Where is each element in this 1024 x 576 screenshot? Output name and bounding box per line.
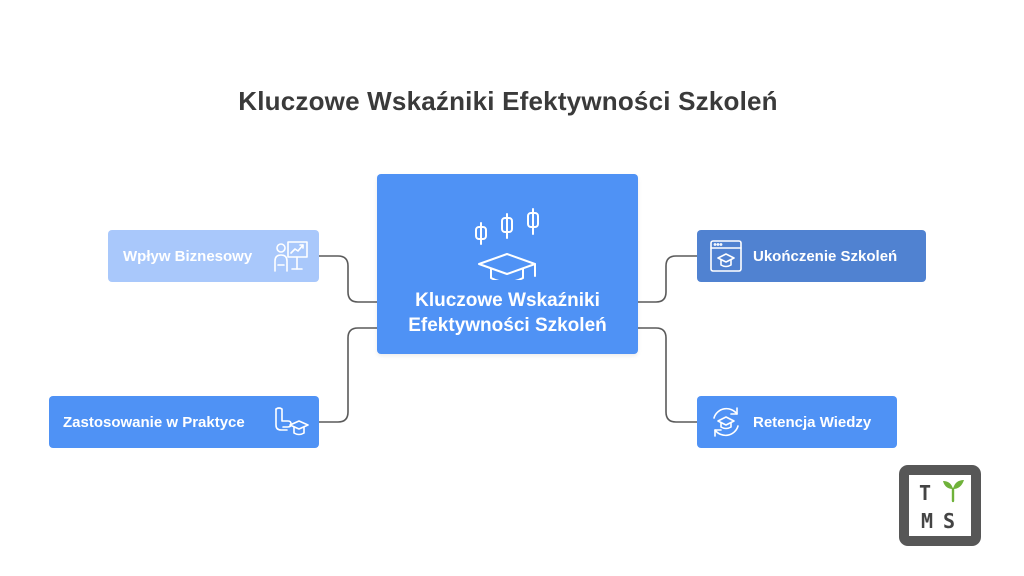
hand-graduation-cap-icon — [273, 405, 309, 439]
page-title: Kluczowe Wskaźniki Efektywności Szkoleń — [238, 86, 778, 116]
connector-business-impact — [319, 255, 377, 303]
browser-graduation-cap-icon — [709, 239, 743, 273]
connector-practice — [319, 327, 377, 423]
connector-completion — [638, 255, 697, 303]
sprout-icon — [939, 477, 967, 508]
branch-business-impact-label: Wpływ Biznesowy — [123, 247, 253, 265]
presenter-chart-icon — [273, 239, 309, 273]
branch-practice-label: Zastosowanie w Praktyce — [63, 413, 245, 431]
connector-retention — [638, 327, 697, 423]
branch-completion-label: Ukończenie Szkoleń — [753, 247, 898, 265]
branch-business-impact[interactable]: Wpływ Biznesowy — [108, 230, 319, 282]
central-node-label: Kluczowe Wskaźniki Efektywności Szkoleń — [408, 290, 607, 336]
tms-logo-inner: T M S — [909, 475, 971, 536]
branch-practice[interactable]: Zastosowanie w Praktyce — [49, 396, 319, 448]
logo-letter-s: S — [943, 509, 956, 533]
branch-retention[interactable]: Retencja Wiedzy — [697, 396, 897, 448]
logo-letter-t: T — [919, 481, 932, 505]
candlestick-graduation-cap-icon — [469, 190, 545, 285]
logo-letter-m: M — [921, 509, 934, 533]
branch-retention-label: Retencja Wiedzy — [753, 413, 872, 431]
cycle-graduation-cap-icon — [709, 405, 743, 439]
tms-logo: T M S — [899, 465, 981, 546]
branch-completion[interactable]: Ukończenie Szkoleń — [697, 230, 926, 282]
central-node[interactable]: Kluczowe Wskaźniki Efektywności Szkoleń — [377, 174, 638, 354]
